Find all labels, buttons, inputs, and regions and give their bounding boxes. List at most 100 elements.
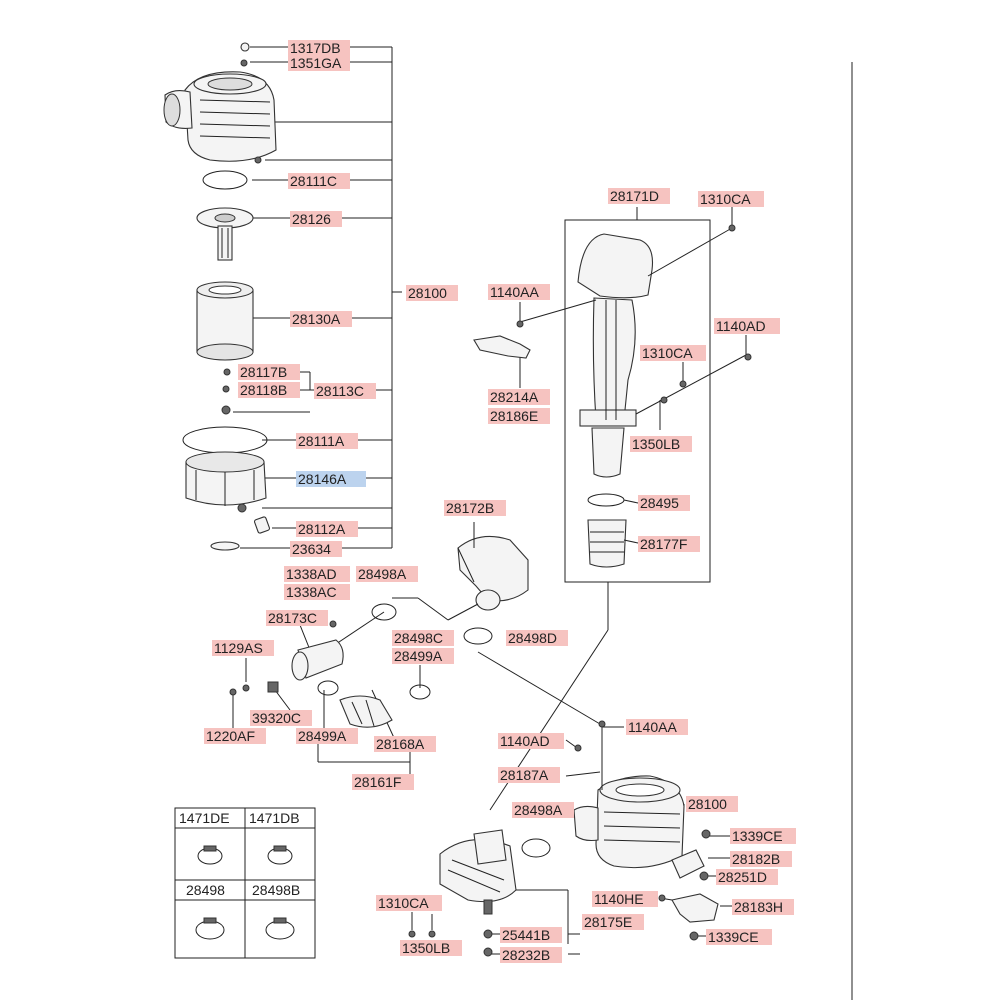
label-1310ca_mid: 1310CA bbox=[640, 345, 706, 361]
filter-element-28130A-part bbox=[196, 281, 254, 361]
label-text: 28161F bbox=[354, 774, 401, 790]
label-background bbox=[290, 211, 342, 227]
label-text: 1310CA bbox=[642, 345, 693, 361]
label-background bbox=[638, 495, 690, 511]
gasket-28111C-part bbox=[202, 170, 248, 190]
label-background bbox=[352, 774, 414, 790]
part-28117B bbox=[223, 368, 231, 376]
label-background bbox=[374, 736, 436, 752]
label-28175e: 28175E bbox=[582, 914, 644, 930]
label-text: 28117B bbox=[240, 364, 287, 380]
label-1140ad_right: 1140AD bbox=[714, 318, 780, 334]
legend-cell-1: 1471DB bbox=[249, 810, 300, 826]
label-background bbox=[212, 640, 274, 656]
part-28113C bbox=[221, 405, 231, 415]
label-text: 39320C bbox=[252, 710, 301, 726]
label-text: 28172B bbox=[446, 500, 494, 516]
label-28498a_low: 28498A bbox=[512, 802, 574, 818]
resonator-28175E-part bbox=[439, 829, 517, 915]
label-background bbox=[488, 284, 550, 300]
label-28111a: 28111A bbox=[296, 433, 358, 449]
label-text: 28173C bbox=[268, 610, 317, 626]
label-text: 28111A bbox=[298, 433, 345, 449]
label-text: 1140AA bbox=[490, 284, 539, 300]
label-1350lb_top: 1350LB bbox=[630, 436, 692, 452]
clamp-28495-part bbox=[587, 493, 625, 507]
part-23634 bbox=[210, 541, 240, 551]
label-background bbox=[290, 311, 352, 327]
label-background bbox=[296, 471, 366, 487]
part-28251D bbox=[699, 871, 709, 881]
part-28112A bbox=[237, 503, 271, 534]
label-28100_top: 28100 bbox=[406, 285, 458, 301]
label-text: 1129AS bbox=[214, 640, 263, 656]
part-1339CE-b bbox=[689, 931, 699, 941]
label-background bbox=[288, 55, 350, 71]
part-1140HE bbox=[658, 894, 666, 902]
label-text: 28171D bbox=[610, 188, 659, 204]
label-1338ad: 1338AD bbox=[284, 566, 350, 582]
legend-cell-3: 28498B bbox=[252, 882, 300, 898]
label-text: 1350LB bbox=[402, 940, 450, 956]
label-28232b: 28232B bbox=[500, 947, 562, 963]
label-background bbox=[288, 40, 350, 56]
label-text: 1310CA bbox=[378, 895, 429, 911]
legend-cell-0: 1471DE bbox=[179, 810, 230, 826]
label-text: 28112A bbox=[298, 521, 346, 537]
label-background bbox=[630, 436, 692, 452]
part-1310CA-mid bbox=[679, 380, 687, 388]
label-background bbox=[356, 566, 418, 582]
label-28498d: 28498D bbox=[506, 630, 568, 646]
label-text: 1350LB bbox=[632, 436, 680, 452]
air-cleaner-assembly-28100-part bbox=[573, 775, 685, 869]
label-28214a: 28214A bbox=[488, 389, 550, 405]
label-28182b: 28182B bbox=[730, 851, 792, 867]
clamp-legend-table bbox=[174, 807, 316, 959]
part-1220AF bbox=[229, 688, 237, 696]
label-28171d: 28171D bbox=[608, 188, 670, 204]
part-1129AS bbox=[242, 684, 250, 692]
label-1339ce_a: 1339CE bbox=[730, 828, 796, 844]
label-28168a: 28168A bbox=[374, 736, 436, 752]
part-28232B bbox=[483, 947, 493, 957]
label-1140aa_low: 1140AA bbox=[626, 719, 688, 735]
label-28118b: 28118B bbox=[238, 382, 300, 398]
label-background bbox=[288, 173, 350, 189]
clamp-28498A-low-part bbox=[521, 838, 551, 858]
label-28117b: 28117B bbox=[238, 364, 300, 380]
throttle-body-28173C-part bbox=[291, 620, 344, 681]
label-text: 1351GA bbox=[290, 55, 342, 71]
label-background bbox=[266, 610, 328, 626]
label-text: 28498C bbox=[394, 630, 443, 646]
label-text: 28130A bbox=[292, 311, 341, 327]
label-background bbox=[284, 566, 350, 582]
clamp-28499A-low-part bbox=[317, 680, 339, 696]
label-1350lb_low: 1350LB bbox=[400, 940, 462, 956]
label-28130a: 28130A bbox=[290, 311, 352, 327]
label-text: 1317DB bbox=[290, 40, 341, 56]
clamp-28498C-part bbox=[463, 627, 493, 645]
label-text: 28498D bbox=[508, 630, 557, 646]
label-background bbox=[488, 408, 550, 424]
part-28118B bbox=[222, 385, 230, 393]
label-background bbox=[296, 433, 358, 449]
label-background bbox=[498, 767, 560, 783]
label-28177f: 28177F bbox=[638, 536, 700, 552]
part-25441B bbox=[483, 929, 493, 939]
label-1338ac: 1338AC bbox=[284, 584, 350, 600]
label-background bbox=[500, 927, 562, 943]
label-background bbox=[582, 914, 644, 930]
label-text: 28498A bbox=[358, 566, 407, 582]
lower-body-28146A-part bbox=[185, 451, 267, 506]
label-background bbox=[238, 364, 300, 380]
label-background bbox=[204, 728, 266, 744]
label-text: 28146A bbox=[298, 471, 347, 487]
label-25441b: 25441B bbox=[500, 927, 562, 943]
label-text: 28186E bbox=[490, 408, 538, 424]
label-1129as: 1129AS bbox=[212, 640, 274, 656]
label-text: 1140AA bbox=[628, 719, 677, 735]
label-background bbox=[290, 541, 342, 557]
part-1140AD-low bbox=[574, 744, 582, 752]
label-background bbox=[376, 895, 442, 911]
label-28146a: 28146A bbox=[296, 471, 366, 487]
